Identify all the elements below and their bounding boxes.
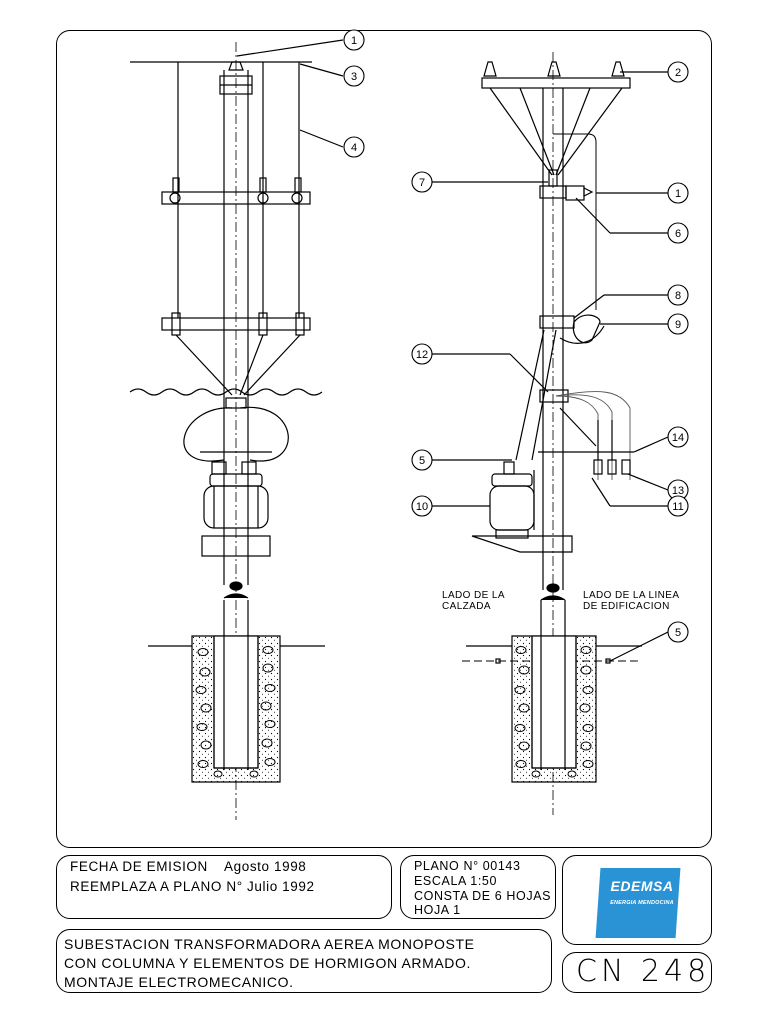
calzada-label-2: CALZADA xyxy=(442,601,491,612)
drawing-frame xyxy=(56,30,712,848)
callout-10: 10 xyxy=(416,501,428,513)
edificacion-label-1: LADO DE LA LINEA xyxy=(583,590,680,601)
reemplaza-text: REEMPLAZA A PLANO N° Julio 1992 xyxy=(70,879,315,894)
transformer-left xyxy=(203,485,269,529)
callout-9: 9 xyxy=(675,319,681,331)
logo-box xyxy=(562,855,712,945)
callout-1-left: 1 xyxy=(351,35,357,47)
fecha-label: FECHA DE EMISION xyxy=(70,859,208,874)
upper-crossarm-left xyxy=(161,191,311,205)
callout-12: 12 xyxy=(416,349,428,361)
consta: CONSTA DE 6 HOJAS xyxy=(414,889,552,903)
callout-14: 14 xyxy=(672,432,684,444)
lower-crossarm-left xyxy=(161,317,311,331)
engineering-drawing: 1 3 4 2 7 1 6 8 9 12 5 14 10 13 11 5 xyxy=(129,29,689,820)
title-line-3: MONTAJE ELECTROMECANICO. xyxy=(64,974,294,990)
callout-7: 7 xyxy=(419,177,425,189)
callout-11: 11 xyxy=(672,501,683,513)
title-box xyxy=(56,929,552,993)
right-elevation xyxy=(432,52,669,815)
emision-box xyxy=(56,855,392,919)
top-insulator-left xyxy=(228,61,244,71)
calzada-label-1: LADO DE LA xyxy=(442,590,505,601)
callout-3: 3 xyxy=(351,71,357,83)
plano-box xyxy=(400,855,556,919)
transformer-right xyxy=(489,485,535,531)
top-crossarm-right xyxy=(481,77,631,89)
fecha-value: Agosto 1998 xyxy=(224,859,307,874)
callout-4: 4 xyxy=(351,142,357,154)
escala: ESCALA 1:50 xyxy=(414,874,498,888)
drawing-code: CN 248 xyxy=(576,954,711,989)
platform-left xyxy=(201,535,271,557)
callout-8: 8 xyxy=(675,290,681,302)
code-box xyxy=(562,952,712,993)
plano-number: PLANO N° 00143 xyxy=(414,859,521,873)
callout-5-lower: 5 xyxy=(675,627,681,639)
callout-13: 13 xyxy=(672,485,684,497)
callout-1-right: 1 xyxy=(675,188,681,200)
callout-5-upper: 5 xyxy=(419,455,425,467)
callout-2: 2 xyxy=(675,67,681,79)
callout-6: 6 xyxy=(675,228,681,240)
logo-name: EDEMSA xyxy=(610,878,674,894)
logo-tagline: ENERGIA MENDOCINA xyxy=(610,900,674,906)
edificacion-label-2: DE EDIFICACION xyxy=(583,601,670,612)
title-line-2: CON COLUMNA Y ELEMENTOS DE HORMIGON ARMA… xyxy=(64,955,471,971)
title-line-1: SUBESTACION TRANSFORMADORA AEREA MONOPOS… xyxy=(64,936,475,952)
platform-right xyxy=(471,535,573,553)
hoja: HOJA 1 xyxy=(414,903,461,917)
callouts xyxy=(343,29,689,643)
left-elevation xyxy=(129,39,344,820)
